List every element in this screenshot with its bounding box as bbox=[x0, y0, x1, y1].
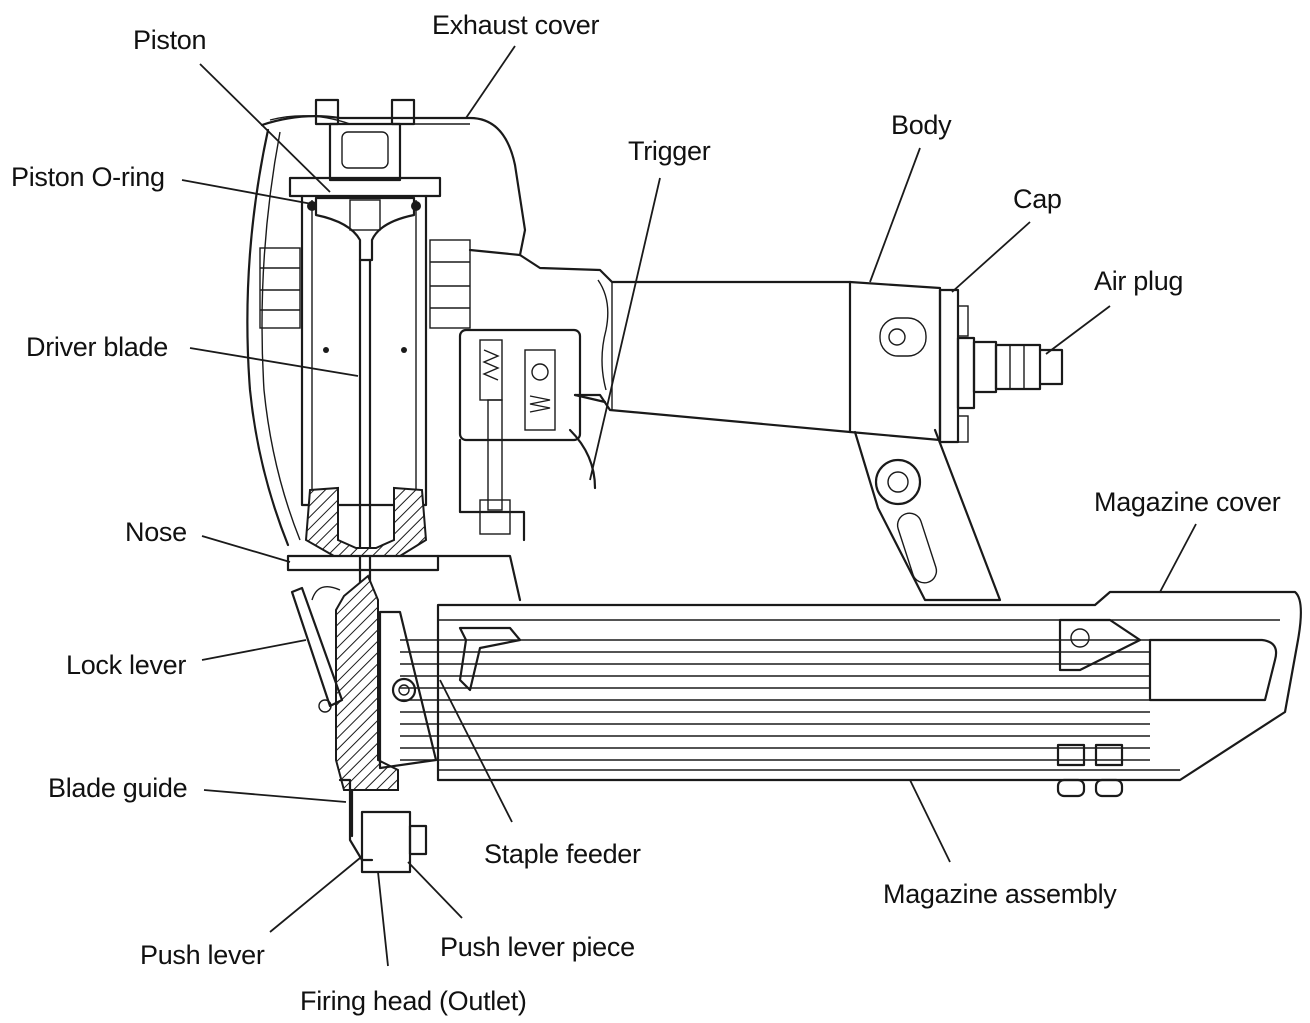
front-housing bbox=[246, 128, 471, 547]
blade-guide-part bbox=[335, 574, 438, 791]
push-lever-part bbox=[338, 778, 428, 874]
support-strut bbox=[853, 428, 1002, 602]
leader-exhaust-cover bbox=[465, 45, 516, 119]
label-cap: Cap bbox=[1013, 184, 1062, 214]
leader-magazine-cover bbox=[1159, 523, 1197, 593]
label-nose: Nose bbox=[125, 517, 187, 547]
leader-lock-lever bbox=[201, 639, 307, 661]
label-driver-blade: Driver blade bbox=[26, 332, 168, 362]
air-plug-part bbox=[956, 336, 1064, 410]
leader-piston-o-ring bbox=[181, 179, 313, 205]
exhaust-cover-part bbox=[260, 98, 527, 257]
magazine-part bbox=[400, 590, 1302, 798]
body-handle bbox=[468, 248, 852, 434]
leader-blade-guide bbox=[203, 789, 347, 803]
label-magazine-cover: Magazine cover bbox=[1094, 487, 1281, 517]
label-trigger: Trigger bbox=[628, 136, 711, 166]
label-exhaust-cover: Exhaust cover bbox=[432, 10, 600, 40]
label-piston-o-ring: Piston O-ring bbox=[11, 162, 165, 192]
label-piston: Piston bbox=[133, 25, 207, 55]
trigger-valve bbox=[458, 328, 607, 542]
bumper bbox=[304, 486, 428, 557]
leader-body bbox=[869, 147, 921, 283]
piston-part bbox=[314, 196, 416, 262]
label-staple-feeder: Staple feeder bbox=[484, 839, 641, 869]
label-blade-guide: Blade guide bbox=[48, 773, 188, 803]
label-push-lever: Push lever bbox=[140, 940, 265, 970]
label-body: Body bbox=[891, 110, 952, 140]
label-magazine-assembly: Magazine assembly bbox=[883, 879, 1117, 909]
label-firing-head: Firing head (Outlet) bbox=[300, 986, 527, 1016]
lock-lever-part bbox=[290, 586, 344, 713]
leader-cap bbox=[951, 221, 1031, 293]
leader-lines bbox=[181, 45, 1197, 967]
leader-piston bbox=[199, 63, 331, 193]
cylinder bbox=[300, 194, 428, 507]
driver-blade-part bbox=[358, 258, 372, 602]
leader-air-plug bbox=[1045, 305, 1111, 355]
cap-part bbox=[848, 280, 969, 444]
leader-driver-blade bbox=[189, 347, 359, 377]
leader-trigger bbox=[589, 177, 661, 481]
leader-push-lever-piece bbox=[407, 861, 463, 919]
leader-magazine-assembly bbox=[909, 779, 951, 863]
nose-part bbox=[286, 554, 522, 602]
label-air-plug: Air plug bbox=[1094, 266, 1184, 296]
leader-staple-feeder bbox=[439, 679, 513, 823]
leader-nose bbox=[201, 535, 291, 563]
label-lock-lever: Lock lever bbox=[66, 650, 187, 680]
leader-push-lever bbox=[269, 857, 361, 933]
label-push-lever-piece: Push lever piece bbox=[440, 932, 635, 962]
leader-firing-head bbox=[377, 871, 389, 967]
